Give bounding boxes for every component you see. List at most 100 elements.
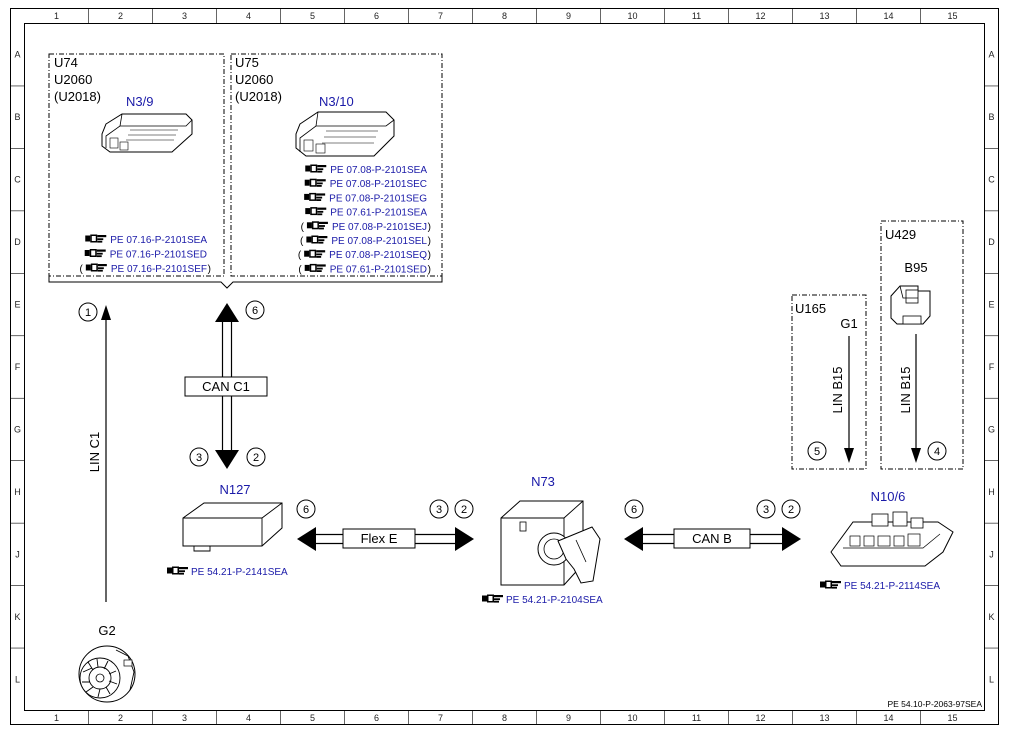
grid-column-label-bottom: 3 bbox=[182, 713, 187, 723]
grid-row-label-right: F bbox=[989, 362, 995, 372]
reference-row[interactable]: )PE 07.08-P-2101SEJ ( bbox=[301, 221, 431, 233]
group-u75-line2: U2060 bbox=[235, 72, 273, 87]
lin-b15-u165-marker: 5 bbox=[814, 446, 820, 458]
grid-column-label-top: 13 bbox=[819, 11, 829, 21]
grid-row-label-left: D bbox=[14, 237, 21, 247]
reference-link[interactable]: PE 07.16-P-2101SED bbox=[110, 250, 207, 261]
grid-column-label-top: 8 bbox=[502, 11, 507, 21]
reference-hand-icon bbox=[304, 178, 326, 187]
n3-10-label: N3/10 bbox=[319, 94, 354, 109]
reference-row[interactable]: )PE 07.08-P-2101SEQ( bbox=[298, 249, 431, 262]
group-u75-line1: U75 bbox=[235, 55, 259, 70]
grid-column-label-bottom: 6 bbox=[374, 713, 379, 723]
reference-link[interactable]: PE 07.08-P-2101SEG bbox=[329, 193, 427, 204]
g2-label: G2 bbox=[98, 623, 115, 638]
reference-link[interactable]: PE 07.08-P-2101SEQ bbox=[329, 250, 427, 261]
grid-row-label-left: C bbox=[14, 175, 21, 185]
reference-row[interactable]: PE 07.16-P-2101SED bbox=[84, 249, 207, 261]
can-c1-label: CAN C1 bbox=[202, 379, 250, 394]
grid-row-label-right: A bbox=[988, 50, 994, 60]
n127-label: N127 bbox=[219, 482, 250, 497]
grid-column-label-bottom: 1 bbox=[54, 713, 59, 723]
reference-open-paren: ( bbox=[298, 264, 302, 275]
reference-hand-icon bbox=[820, 580, 841, 589]
grid-row-label-left: J bbox=[15, 549, 20, 559]
grid-row-label-left: L bbox=[15, 674, 20, 684]
flex-e-right-marker-2: 2 bbox=[461, 504, 467, 516]
can-c1-bus: CAN C1 6 3 2 bbox=[184, 300, 268, 469]
can-b-label: CAN B bbox=[692, 531, 732, 546]
lin-b15-u429-label: LIN B15 bbox=[898, 367, 913, 414]
reference-row[interactable]: )PE 07.16-P-2101SEF( bbox=[79, 263, 211, 276]
group-u74: U74 U2060 (U2018) N3/9 PE 07.16-P-2101SE… bbox=[48, 53, 225, 277]
reference-hand-icon bbox=[305, 164, 327, 173]
can-b-right-marker-2: 2 bbox=[788, 504, 794, 516]
grid-row-label-right: J bbox=[989, 549, 994, 559]
reference-hand-icon bbox=[304, 263, 326, 272]
engine-control-unit-icon bbox=[101, 113, 193, 153]
group-u74-line2: U2060 bbox=[54, 72, 92, 87]
reference-row[interactable]: )PE 07.08-P-2101SEL( bbox=[300, 235, 431, 248]
grid-row-label-right: L bbox=[989, 674, 994, 684]
reference-row[interactable]: PE 07.08-P-2101SEG bbox=[304, 192, 427, 205]
n127-module: N127 PE 54.21-P-2141SEA bbox=[167, 482, 288, 578]
grid-row-label-right: K bbox=[988, 612, 994, 622]
reference-hand-icon bbox=[304, 249, 326, 258]
grid-column-label-bottom: 13 bbox=[819, 713, 829, 723]
grid-column-label-top: 15 bbox=[947, 11, 957, 21]
ignition-lock-icon bbox=[500, 500, 601, 586]
control-module-icon bbox=[182, 502, 283, 552]
reference-row[interactable]: PE 07.08-P-2101SEC bbox=[304, 178, 427, 191]
grid-column-label-bottom: 9 bbox=[566, 713, 571, 723]
grid-row-label-left: H bbox=[14, 487, 21, 497]
reference-link[interactable]: PE 07.16-P-2101SEA bbox=[110, 235, 207, 246]
grid-column-label-top: 2 bbox=[118, 11, 123, 21]
reference-link[interactable]: PE 07.08-P-2101SEJ bbox=[332, 222, 427, 233]
reference-link[interactable]: PE 07.61-P-2101SEA bbox=[330, 208, 427, 219]
reference-link[interactable]: PE 07.16-P-2101SEF bbox=[111, 264, 207, 275]
grid-row-label-right: G bbox=[988, 424, 995, 434]
can-c1-top-marker: 6 bbox=[252, 305, 258, 317]
flex-e-left-marker: 6 bbox=[303, 504, 309, 516]
grid-column-label-top: 6 bbox=[374, 11, 379, 21]
group-u75: U75 U2060 (U2018) N3/10 PE 07.08-P-2101S… bbox=[230, 53, 443, 277]
grid-column-label-bottom: 14 bbox=[883, 713, 893, 723]
lin-b15-u165-label: LIN B15 bbox=[830, 367, 845, 414]
can-c1-bottom-marker-2: 2 bbox=[253, 452, 259, 464]
g1-label: G1 bbox=[840, 316, 857, 331]
b95-label: B95 bbox=[904, 260, 927, 275]
reference-link[interactable]: PE 07.08-P-2101SEA bbox=[330, 165, 427, 176]
grid-column-label-bottom: 10 bbox=[627, 713, 637, 723]
reference-row[interactable]: PE 07.61-P-2101SEA bbox=[305, 207, 427, 219]
n10-6-module: N10/6 PE 54.21-P-2114SEA bbox=[820, 489, 954, 592]
can-b-right-marker-1: 3 bbox=[763, 504, 769, 516]
flex-e-bus: Flex E 6 3 2 bbox=[296, 499, 474, 551]
battery-sensor-icon bbox=[890, 285, 931, 325]
lin-b15-u429-marker: 4 bbox=[934, 446, 940, 458]
grid-column-label-top: 5 bbox=[310, 11, 315, 21]
grid-column-label-bottom: 12 bbox=[755, 713, 765, 723]
reference-link[interactable]: PE 07.61-P-2101SED bbox=[330, 264, 427, 275]
reference-open-paren: ( bbox=[301, 222, 305, 233]
reference-hand-icon bbox=[306, 235, 328, 244]
reference-row[interactable]: PE 07.16-P-2101SEA bbox=[85, 234, 207, 247]
grid-column-label-bottom: 4 bbox=[246, 713, 251, 723]
can-b-left-marker: 6 bbox=[631, 504, 637, 516]
reference-link[interactable]: PE 07.08-P-2101SEL bbox=[331, 236, 427, 247]
group-u165-label: U165 bbox=[795, 301, 826, 316]
reference-link[interactable]: PE 07.08-P-2101SEC bbox=[330, 179, 427, 190]
reference-row[interactable]: PE 07.08-P-2101SEA bbox=[305, 164, 427, 177]
flex-e-label: Flex E bbox=[361, 531, 398, 546]
group-u165: U165 G1 LIN B15 5 bbox=[791, 294, 867, 470]
reference-close-paren: ) bbox=[428, 250, 431, 261]
grid-row-label-left: B bbox=[14, 112, 20, 122]
group-u429: U429 B95 LIN B15 4 bbox=[880, 220, 964, 470]
reference-close-paren: ) bbox=[428, 222, 431, 233]
reference-row[interactable]: )PE 07.61-P-2101SED( bbox=[298, 263, 431, 276]
document-id: PE 54.10-P-2063-97SEA bbox=[887, 699, 982, 709]
reference-hand-icon bbox=[305, 207, 327, 216]
reference-hand-icon bbox=[482, 594, 503, 603]
reference-open-paren: ( bbox=[79, 264, 83, 275]
reference-hand-icon bbox=[167, 566, 188, 575]
